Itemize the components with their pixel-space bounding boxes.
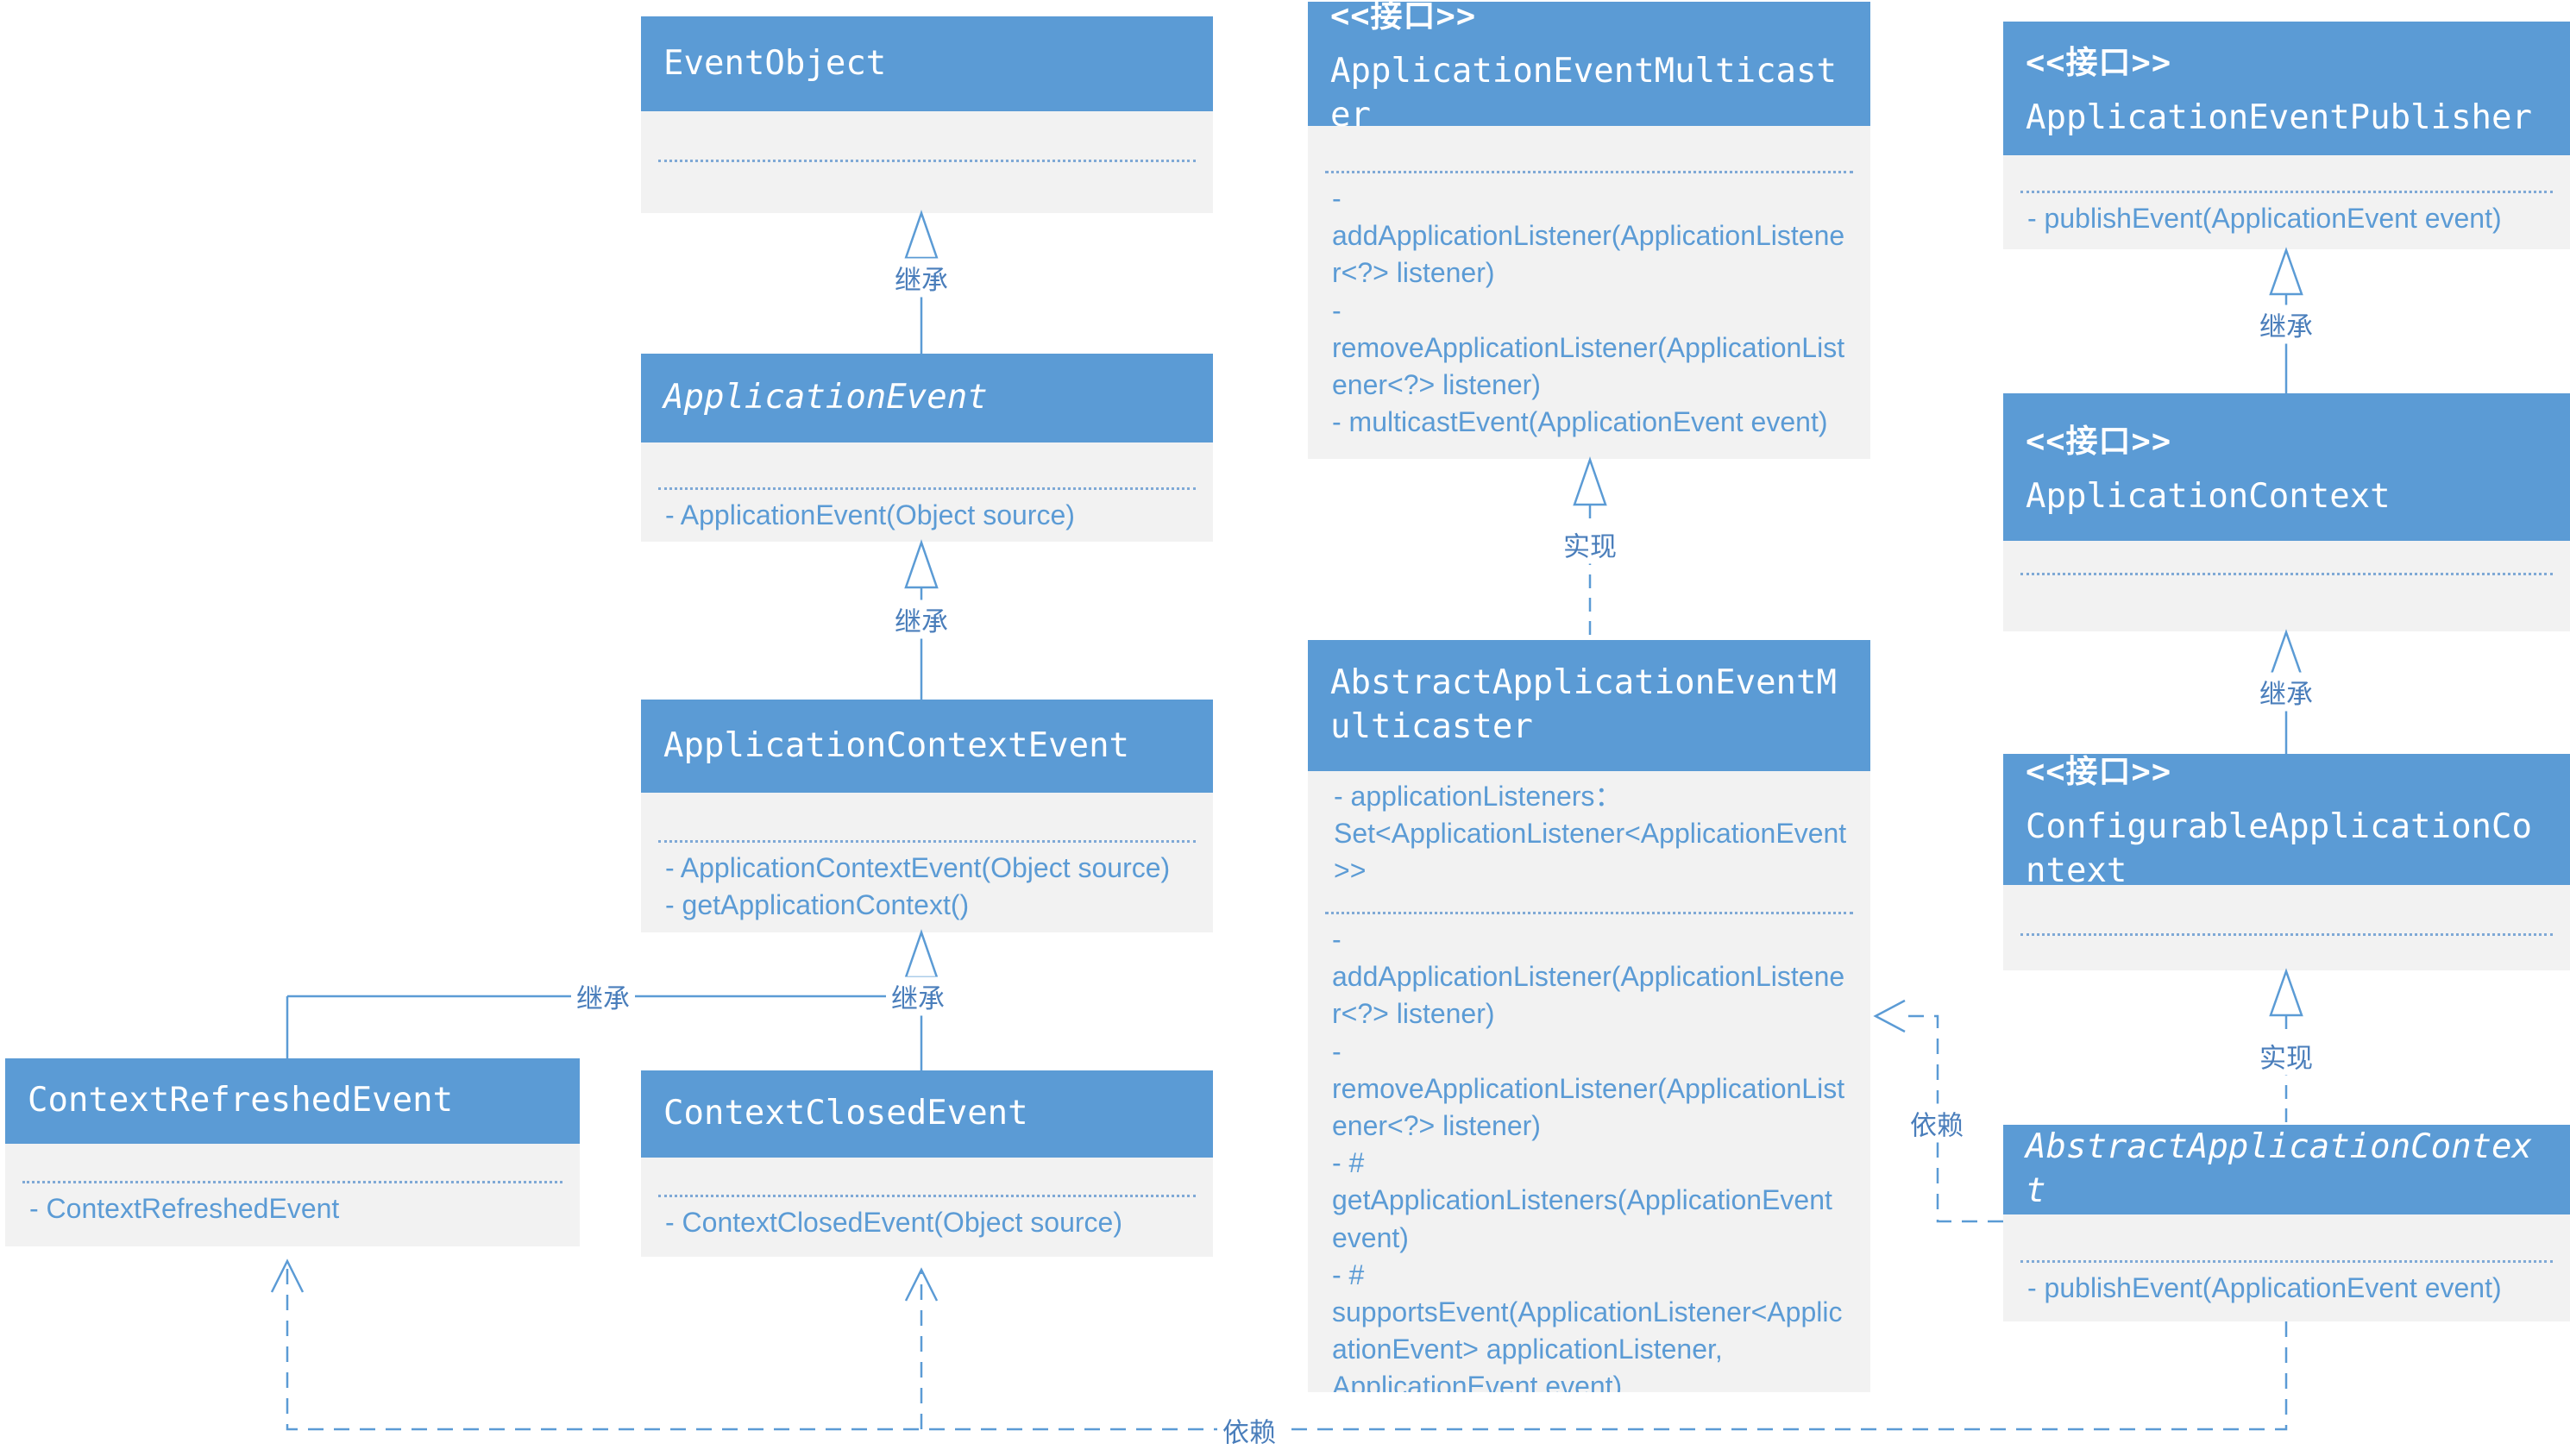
method-item: - publishEvent(ApplicationEvent event) xyxy=(2027,203,2502,234)
class-header: <<接口>> ApplicationEventMulticaster xyxy=(1308,0,1870,135)
method-item: - # getApplicationListeners(ApplicationE… xyxy=(1332,1147,1832,1253)
edge-label-inherit-context-refreshed: 继承 xyxy=(571,976,635,1016)
attributes-section xyxy=(2020,541,2553,575)
methods-section: - addApplicationListener(ApplicationList… xyxy=(1308,173,1870,459)
attributes-section xyxy=(2020,885,2553,936)
class-title: AbstractApplicationEventMulticaster xyxy=(1330,663,1837,746)
method-item: - removeApplicationListener(ApplicationL… xyxy=(1332,294,1845,400)
class-title: ApplicationContextEvent xyxy=(663,725,1130,765)
class-box-application-context-event: ApplicationContextEvent - ApplicationCon… xyxy=(641,700,1213,932)
class-box-event-object: EventObject xyxy=(641,16,1213,213)
class-title: ContextRefreshedEvent xyxy=(28,1081,454,1120)
edge-label-inherit-configurable-context: 继承 xyxy=(2254,672,2318,712)
class-body: - publishEvent(ApplicationEvent event) xyxy=(2003,155,2570,249)
class-body: - ContextRefreshedEvent xyxy=(5,1144,580,1246)
methods-section: - publishEvent(ApplicationEvent event) xyxy=(2003,193,2570,249)
method-item: - ApplicationEvent(Object source) xyxy=(665,499,1075,530)
method-item: - # supportsEvent(ApplicationListener<Ap… xyxy=(1332,1258,1843,1392)
methods-section: - addApplicationListener(ApplicationList… xyxy=(1308,914,1870,1392)
edge-label-inherit-application-context: 继承 xyxy=(2254,304,2318,344)
interface-stereotype: <<接口>> xyxy=(2026,753,2172,791)
attributes-section xyxy=(658,111,1196,162)
class-title: ApplicationContext xyxy=(2026,477,2391,517)
class-title: ApplicationEvent xyxy=(663,378,988,417)
method-item: - ApplicationContextEvent(Object source) xyxy=(665,852,1171,883)
class-header: <<接口>> ConfigurableApplicationContext xyxy=(2003,753,2570,890)
edge-label-inherit-application-event: 继承 xyxy=(889,599,953,639)
attributes-section xyxy=(658,793,1196,843)
class-box-abstract-application-context: AbstractApplicationContext - publishEven… xyxy=(2003,1125,2570,1321)
class-title: ApplicationEventMulticaster xyxy=(1330,52,1837,135)
class-title: AbstractApplicationContext xyxy=(2026,1127,2532,1210)
method-item: - publishEvent(ApplicationEvent event) xyxy=(2027,1272,2502,1303)
method-item: - getApplicationContext() xyxy=(665,889,970,921)
attribute-item: - applicationListeners：Set<ApplicationLi… xyxy=(1334,781,1847,887)
class-box-context-closed-event: ContextClosedEvent - ContextClosedEvent(… xyxy=(641,1070,1213,1257)
class-header: ApplicationContextEvent xyxy=(641,700,1213,793)
class-box-abstract-application-event-multicaster: AbstractApplicationEventMulticaster - ap… xyxy=(1308,640,1870,1392)
class-body xyxy=(2003,541,2570,631)
class-header: EventObject xyxy=(641,16,1213,111)
method-item: - multicastEvent(ApplicationEvent event) xyxy=(1332,406,1828,438)
methods-section xyxy=(641,162,1213,213)
methods-section: - ContextClosedEvent(Object source) xyxy=(641,1197,1213,1257)
class-header: ContextRefreshedEvent xyxy=(5,1058,580,1144)
edge-label-inherit-context-closed: 继承 xyxy=(886,976,950,1016)
class-body: - ContextClosedEvent(Object source) xyxy=(641,1158,1213,1257)
class-body: - ApplicationContextEvent(Object source)… xyxy=(641,793,1213,932)
interface-stereotype: <<接口>> xyxy=(1330,0,1477,35)
class-box-context-refreshed-event: ContextRefreshedEvent - ContextRefreshed… xyxy=(5,1058,580,1246)
interface-stereotype: <<接口>> xyxy=(2026,44,2172,82)
class-title: EventObject xyxy=(663,43,887,83)
class-header: <<接口>> ApplicationEventPublisher xyxy=(2003,22,2570,155)
class-body: - addApplicationListener(ApplicationList… xyxy=(1308,126,1870,459)
method-item: - ContextRefreshedEvent xyxy=(29,1193,340,1224)
attributes-section xyxy=(658,442,1196,490)
class-header: ContextClosedEvent xyxy=(641,1070,1213,1158)
class-body: - publishEvent(ApplicationEvent event) xyxy=(2003,1214,2570,1321)
class-header: <<接口>> ApplicationContext xyxy=(2003,393,2570,541)
edge-label-inherit-event-object: 继承 xyxy=(889,258,953,298)
attributes-section xyxy=(2020,1214,2553,1263)
class-box-application-context: <<接口>> ApplicationContext xyxy=(2003,393,2570,631)
class-body xyxy=(2003,885,2570,970)
attributes-section xyxy=(22,1144,562,1183)
methods-section: - ApplicationEvent(Object source) xyxy=(641,490,1213,542)
class-box-application-event: ApplicationEvent - ApplicationEvent(Obje… xyxy=(641,354,1213,542)
class-header: ApplicationEvent xyxy=(641,354,1213,442)
edge-label-depend-multicaster: 依赖 xyxy=(1905,1103,1969,1143)
class-title: ApplicationEventPublisher xyxy=(2026,98,2532,138)
class-title: ContextClosedEvent xyxy=(663,1094,1028,1133)
method-item: - addApplicationListener(ApplicationList… xyxy=(1332,924,1845,1030)
edge-label-implement-abstract-context: 实现 xyxy=(2254,1036,2318,1076)
methods-section xyxy=(2003,575,2570,631)
class-header: AbstractApplicationEventMulticaster xyxy=(1308,640,1870,771)
attributes-section xyxy=(658,1158,1196,1197)
class-body: - applicationListeners：Set<ApplicationLi… xyxy=(1308,771,1870,1392)
interface-stereotype: <<接口>> xyxy=(2026,423,2172,461)
attributes-section: - applicationListeners：Set<ApplicationLi… xyxy=(1325,771,1853,914)
edge-label-implement-multicaster: 实现 xyxy=(1558,524,1622,564)
class-title: ConfigurableApplicationContext xyxy=(2026,807,2532,890)
class-box-configurable-application-context: <<接口>> ConfigurableApplicationContext xyxy=(2003,753,2570,970)
method-item: - ContextClosedEvent(Object source) xyxy=(665,1207,1122,1238)
class-box-application-event-publisher: <<接口>> ApplicationEventPublisher - publi… xyxy=(2003,22,2570,249)
class-body xyxy=(641,111,1213,213)
methods-section: - ContextRefreshedEvent xyxy=(5,1183,580,1246)
method-item: - removeApplicationListener(ApplicationL… xyxy=(1332,1035,1845,1141)
methods-section: - ApplicationContextEvent(Object source)… xyxy=(641,843,1213,932)
class-box-application-event-multicaster: <<接口>> ApplicationEventMulticaster - add… xyxy=(1308,0,1870,459)
attributes-section xyxy=(1325,126,1853,173)
class-header: AbstractApplicationContext xyxy=(2003,1125,2570,1214)
edge-label-depend-events: 依赖 xyxy=(1217,1410,1281,1450)
methods-section xyxy=(2003,936,2570,970)
methods-section: - publishEvent(ApplicationEvent event) xyxy=(2003,1263,2570,1321)
class-body: - ApplicationEvent(Object source) xyxy=(641,442,1213,542)
attributes-section xyxy=(2020,155,2553,193)
method-item: - addApplicationListener(ApplicationList… xyxy=(1332,183,1845,289)
